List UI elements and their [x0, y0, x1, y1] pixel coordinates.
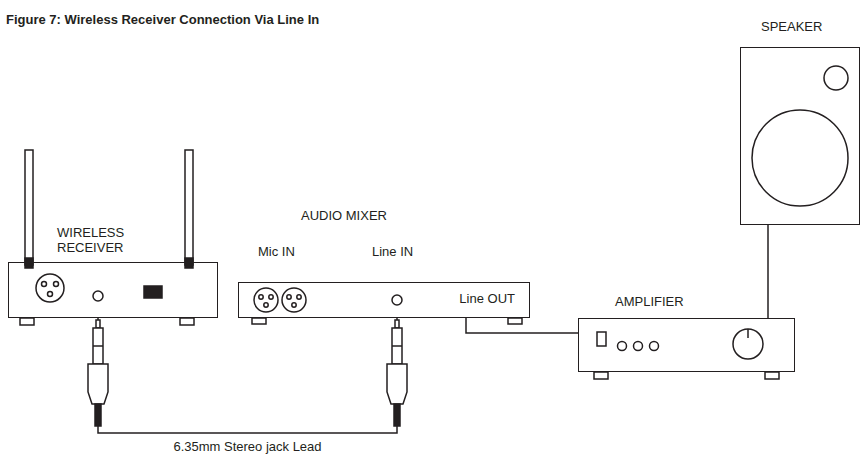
foot	[252, 318, 266, 324]
figure-title: Figure 7: Wireless Receiver Connection V…	[6, 12, 319, 27]
jack-socket	[392, 295, 402, 305]
jack-socket	[93, 291, 103, 301]
xlr-pin	[54, 282, 59, 287]
indicator	[650, 342, 659, 351]
amplifier-box: AMPLIFIER	[578, 318, 795, 372]
power-switch	[597, 332, 606, 346]
indicator	[618, 342, 627, 351]
xlr-socket	[254, 288, 278, 312]
foot	[180, 318, 194, 325]
cable	[98, 318, 397, 433]
device-name: SPEAKER	[761, 19, 861, 34]
xlr-pin	[292, 303, 296, 307]
foot	[765, 372, 779, 379]
knob-mark	[747, 329, 749, 338]
woofer	[752, 110, 848, 206]
xlr-pin	[42, 282, 47, 287]
antenna	[185, 150, 193, 265]
cable	[767, 225, 769, 318]
foot	[594, 372, 608, 379]
cable-label: 6.35mm Stereo jack Lead	[171, 439, 323, 454]
xlr-pin	[259, 295, 263, 299]
xlr-pin	[48, 292, 53, 297]
foot	[20, 318, 34, 325]
antenna	[25, 150, 33, 265]
jack-plug	[88, 320, 108, 426]
device-name: AMPLIFIER	[615, 294, 755, 309]
tweeter	[824, 66, 848, 90]
antenna-base	[25, 258, 33, 268]
mixer-box: AUDIO MIXERLine OUT	[238, 282, 530, 318]
foot	[508, 318, 522, 324]
xlr-pin	[297, 295, 301, 299]
device-name: WIRELESS RECEIVER	[57, 225, 157, 255]
xlr-pin	[269, 295, 273, 299]
jack-plug	[387, 320, 407, 426]
indicator	[634, 342, 643, 351]
xlr-pin	[287, 295, 291, 299]
display	[144, 286, 162, 298]
volume-knob	[733, 329, 763, 359]
device-name: AUDIO MIXER	[301, 208, 441, 223]
port-label: Line IN	[372, 244, 413, 259]
receiver-box: WIRELESS RECEIVER	[8, 262, 218, 318]
speaker-box: SPEAKER	[740, 47, 860, 225]
port-label: Mic IN	[258, 244, 295, 259]
xlr-socket	[282, 288, 306, 312]
xlr-socket	[36, 274, 64, 302]
antenna-base	[185, 258, 193, 268]
xlr-pin	[264, 303, 268, 307]
cable	[466, 318, 578, 333]
port-label: Line OUT	[459, 291, 515, 306]
